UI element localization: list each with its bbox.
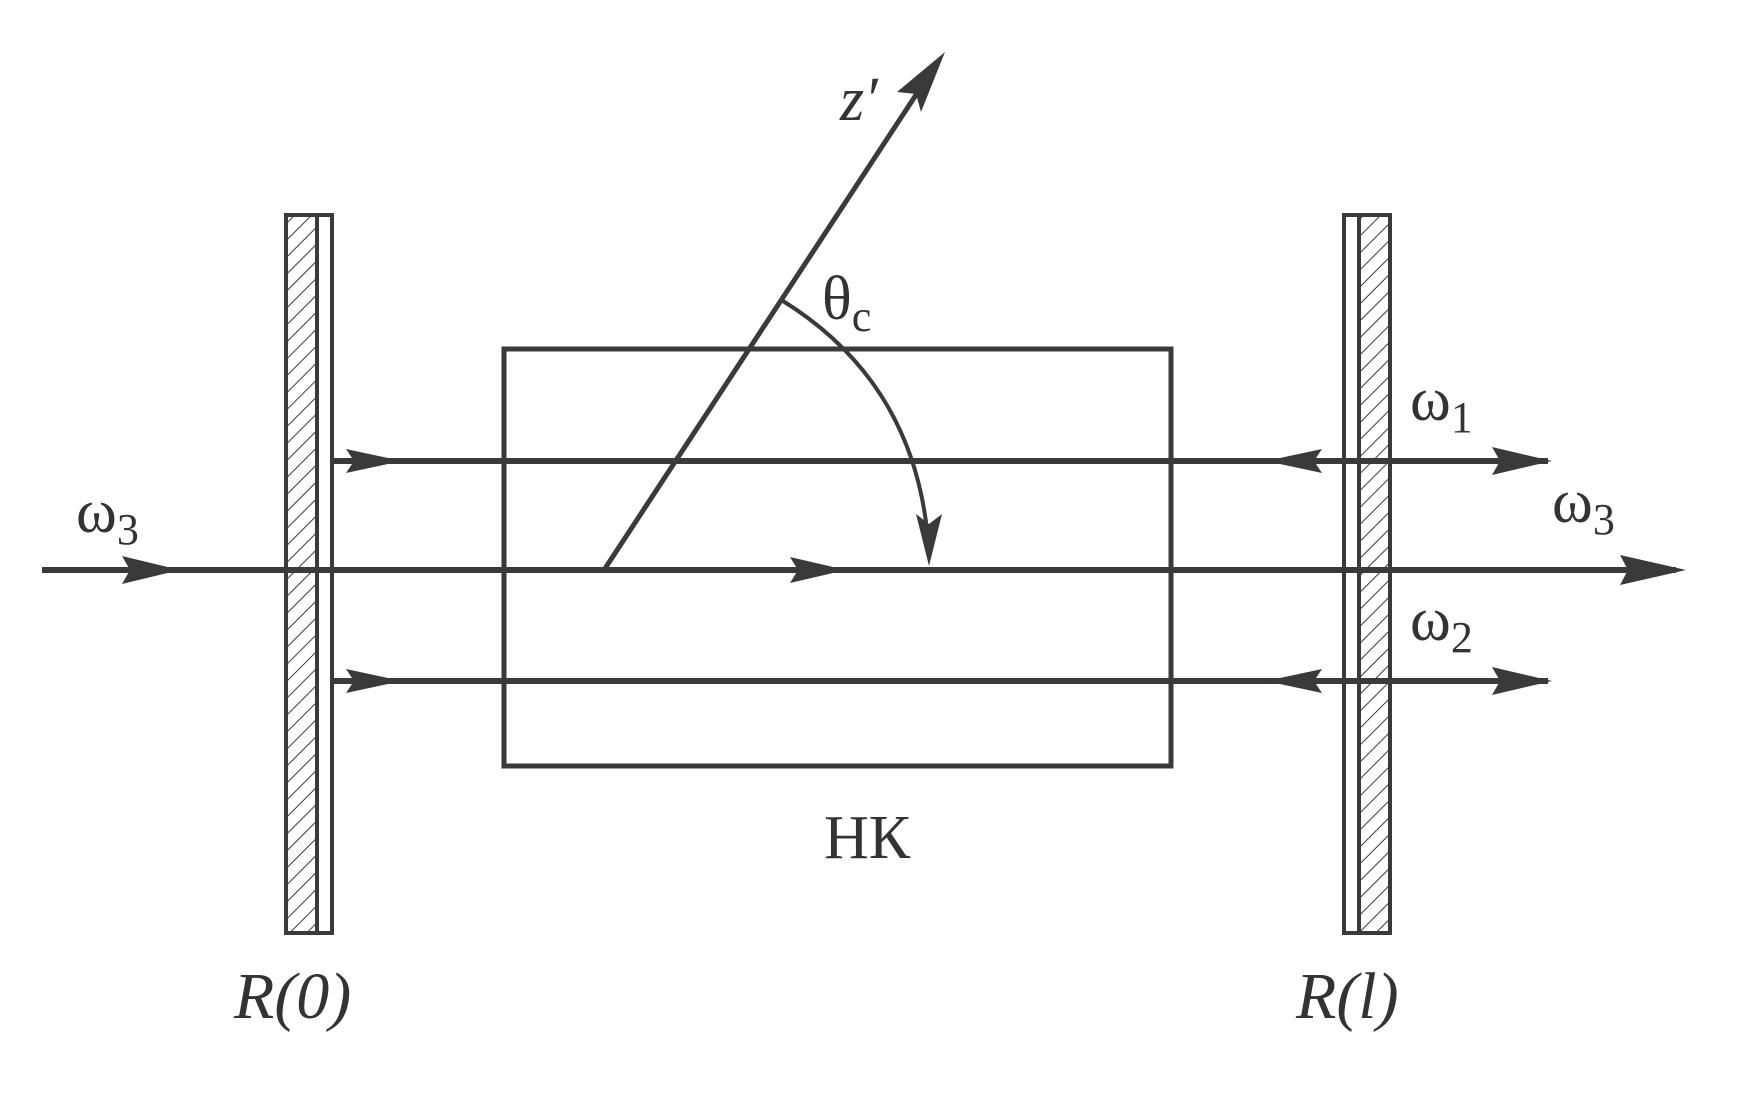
omega-subscript: 3 — [1593, 495, 1615, 544]
omega-symbol: ω — [76, 478, 117, 546]
omega-symbol: ω — [1410, 366, 1451, 434]
label-mirror-right: R(l) — [1295, 960, 1399, 1033]
label-crystal: НК — [824, 804, 911, 872]
arrow-omega3-output — [1620, 555, 1686, 585]
label-z-axis: z′ — [839, 66, 879, 134]
omega-subscript: 3 — [117, 505, 139, 554]
label-omega2: ω2 — [1410, 586, 1473, 662]
arrow-omega2-forward — [346, 669, 402, 693]
arrow-omega1-output — [1492, 447, 1552, 475]
omega-subscript: 2 — [1451, 613, 1473, 662]
label-theta-c: θc — [822, 265, 871, 341]
arrow-omega3-input — [122, 556, 180, 584]
arrow-omega3-crystal — [790, 557, 846, 583]
mirror-left-substrate — [315, 213, 334, 935]
arrow-angle-theta — [916, 514, 942, 566]
omega-symbol: ω — [1410, 586, 1451, 654]
label-mirror-left: R(0) — [233, 960, 351, 1033]
arrow-z-axis — [897, 52, 945, 112]
mirror-right — [1342, 213, 1392, 935]
omega-symbol: ω — [1552, 468, 1593, 536]
angle-arc-theta — [781, 299, 929, 531]
arrow-omega2-reflected — [1266, 669, 1322, 693]
arrow-omega1-forward — [346, 449, 402, 473]
label-omega3-input: ω3 — [76, 478, 139, 554]
mirror-right-coating — [1357, 213, 1392, 935]
arrow-omega2-output — [1492, 667, 1552, 695]
omega-subscript: 1 — [1451, 393, 1473, 442]
mirror-left-coating — [284, 213, 319, 935]
mirror-right-substrate — [1342, 213, 1361, 935]
mirror-left — [284, 213, 334, 935]
optical-axis-z — [601, 70, 934, 572]
arrow-omega1-reflected — [1266, 449, 1322, 473]
label-omega3-output: ω3 — [1552, 468, 1615, 544]
theta-symbol: θ — [822, 265, 852, 333]
theta-subscript: c — [852, 292, 872, 341]
label-omega1: ω1 — [1410, 366, 1473, 442]
nonlinear-crystal — [501, 346, 1174, 769]
